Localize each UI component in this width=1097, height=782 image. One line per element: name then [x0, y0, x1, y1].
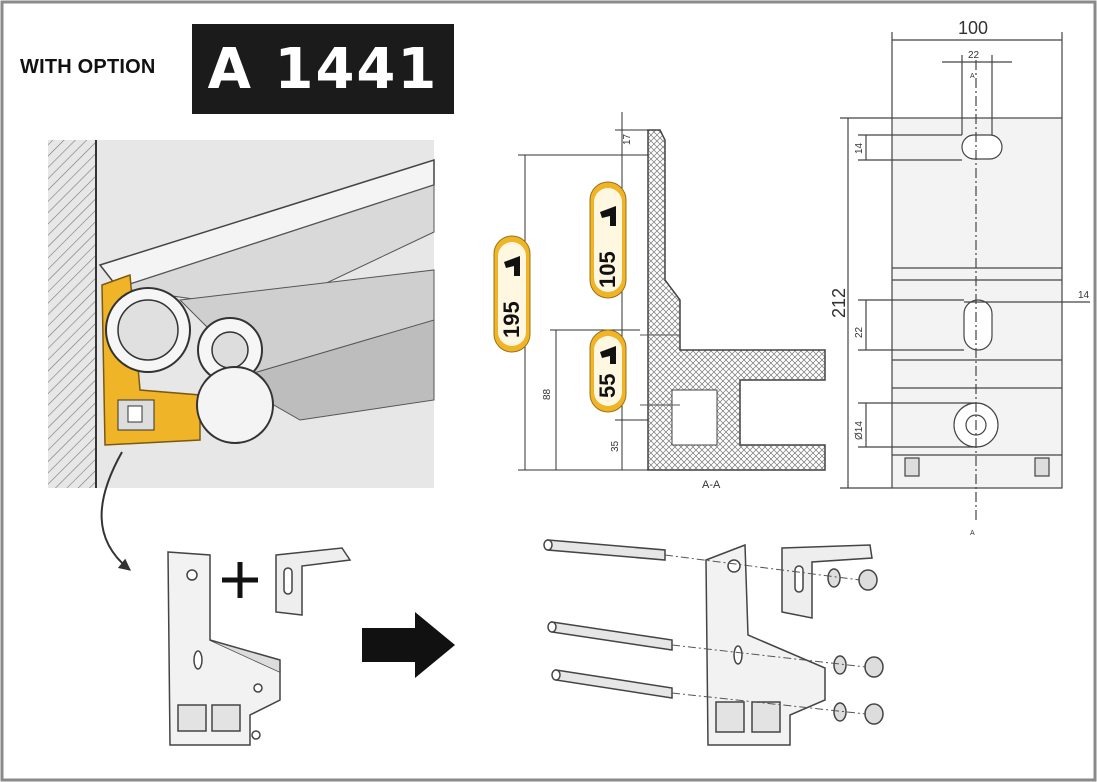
front-drawing	[840, 32, 1090, 520]
height-pill-195: 195	[493, 235, 531, 353]
svg-text:195: 195	[499, 301, 524, 338]
exploded-assembly	[543, 539, 884, 746]
height-pill-55: 55	[589, 329, 627, 413]
right-arrow-icon	[362, 612, 455, 678]
dim-88: 88	[542, 388, 553, 400]
pointer-arrow	[100, 451, 131, 571]
dim-14-top: 14	[854, 142, 865, 154]
height-pill-105: 105	[589, 181, 627, 299]
dim-slot-22: 22	[968, 50, 980, 61]
awning-illustration	[48, 140, 435, 488]
plus-icon	[222, 562, 258, 598]
angle-plate-small	[275, 547, 352, 616]
with-option-label: WITH OPTION	[20, 56, 156, 78]
front-dims: 100 22 212 14 22 14 Ø14 A A	[829, 18, 1090, 537]
section-marker-bottom: A	[970, 530, 975, 537]
assembly-axis-lines	[664, 554, 867, 715]
section-marker-top: A	[970, 73, 975, 80]
dim-35: 35	[610, 440, 621, 452]
dim-width-100: 100	[958, 18, 988, 38]
svg-text:55: 55	[595, 374, 620, 398]
svg-text:105: 105	[595, 251, 620, 288]
dim-14-right: 14	[1078, 290, 1090, 301]
dim-height-212: 212	[829, 288, 849, 318]
bracket-small	[167, 551, 281, 746]
dim-22-mid: 22	[854, 326, 865, 338]
section-label: A-A	[702, 479, 721, 491]
dim-hole-14: Ø14	[854, 421, 865, 440]
option-code-box: A 1441	[192, 24, 454, 114]
dim-17: 17	[622, 133, 633, 145]
section-drawing: 17 88 35 A-A	[518, 112, 826, 491]
